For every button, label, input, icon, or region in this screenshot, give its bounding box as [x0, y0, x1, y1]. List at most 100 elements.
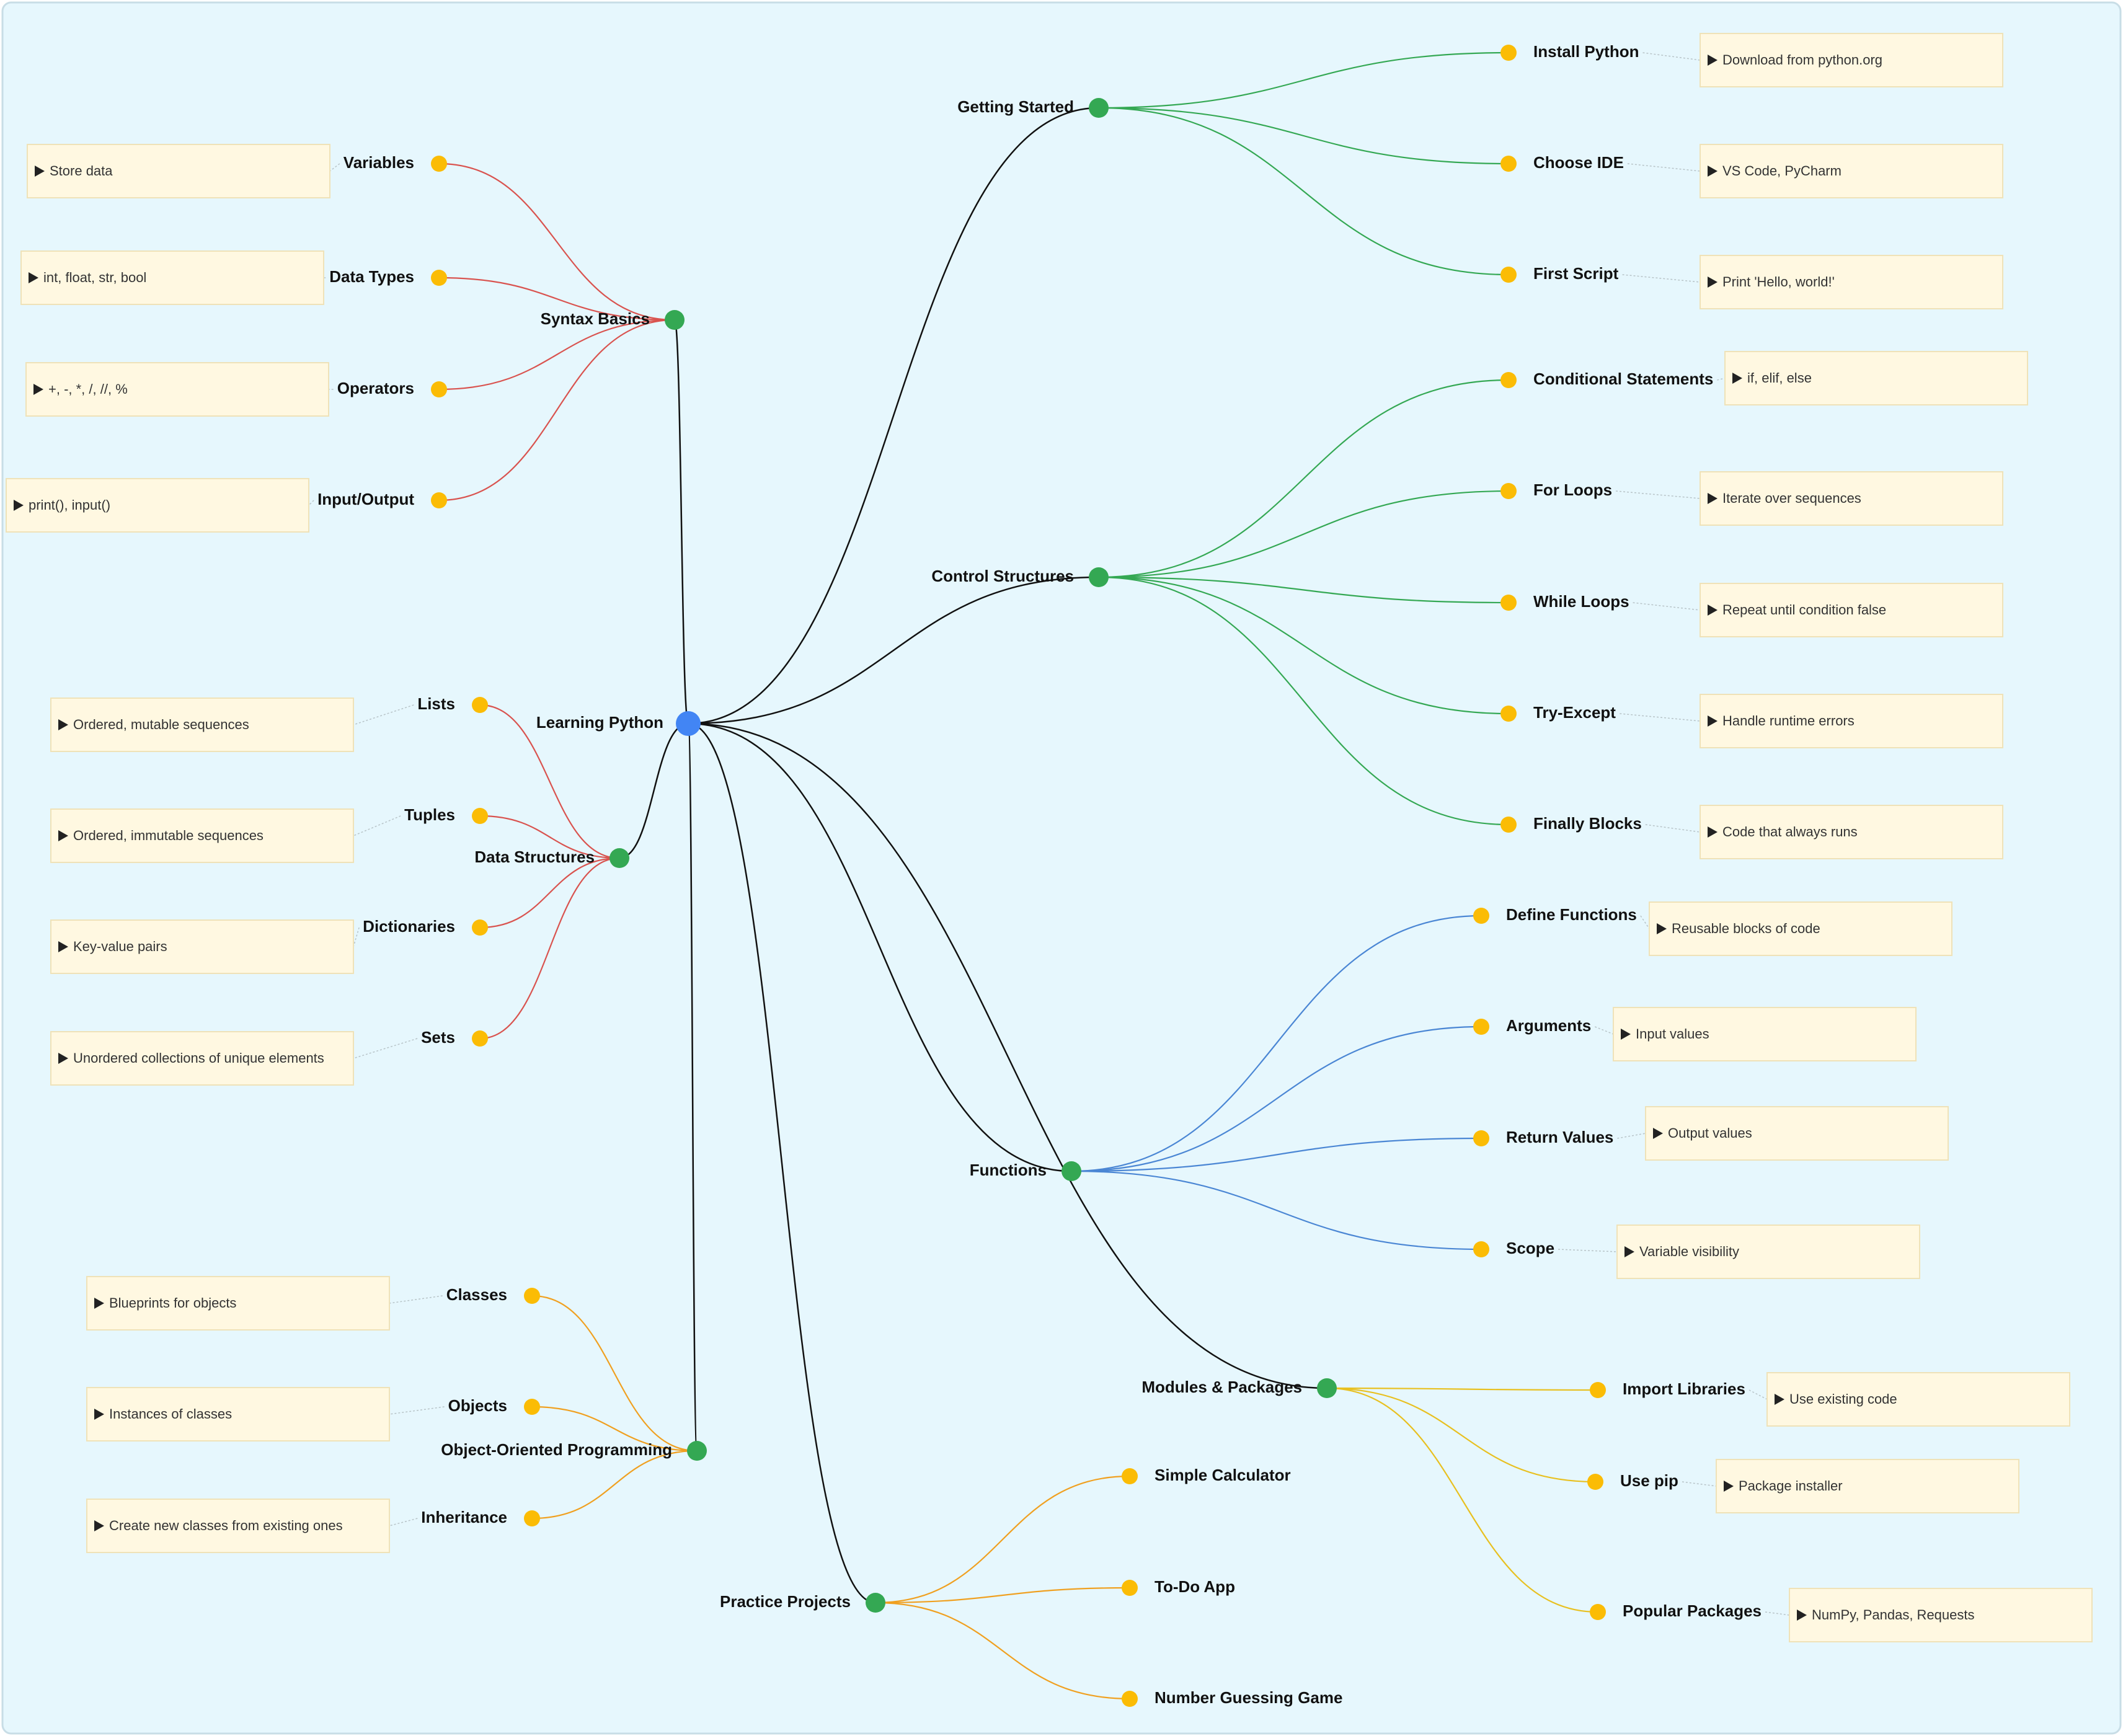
expand-triangle-icon[interactable] — [94, 1520, 104, 1531]
branch-node-dot[interactable] — [687, 1441, 707, 1461]
leaf-node-dot[interactable] — [431, 156, 447, 172]
leaf-node-dot[interactable] — [431, 270, 447, 286]
note-box[interactable]: NumPy, Pandas, Requests — [1789, 1588, 2093, 1642]
expand-triangle-icon[interactable] — [1724, 1481, 1734, 1492]
leaf-node-dot[interactable] — [524, 1510, 540, 1526]
leaf-node-dot[interactable] — [1500, 595, 1517, 611]
note-box[interactable]: print(), input() — [6, 478, 309, 533]
note-box[interactable]: Iterate over sequences — [1700, 471, 2003, 526]
note-box[interactable]: Ordered, mutable sequences — [50, 698, 354, 752]
expand-triangle-icon[interactable] — [58, 1053, 68, 1064]
leaf-node-dot[interactable] — [472, 697, 488, 713]
note-box[interactable]: Instances of classes — [86, 1387, 390, 1442]
note-box[interactable]: Repeat until condition false — [1700, 583, 2003, 637]
leaf-node-dot[interactable] — [1473, 1130, 1489, 1146]
note-box[interactable]: Blueprints for objects — [86, 1276, 390, 1331]
note-box[interactable]: Download from python.org — [1700, 33, 2003, 87]
note-box-background — [1724, 351, 2028, 405]
expand-triangle-icon[interactable] — [1621, 1029, 1631, 1040]
leaf-node-dot[interactable] — [1500, 45, 1517, 61]
expand-triangle-icon[interactable] — [1708, 493, 1717, 504]
expand-triangle-icon[interactable] — [1624, 1246, 1634, 1257]
note-box[interactable]: Unordered collections of unique elements — [50, 1031, 354, 1086]
branch-node-dot[interactable] — [665, 310, 685, 330]
leaf-node-dot[interactable] — [1473, 908, 1489, 924]
note-box[interactable]: Reusable blocks of code — [1649, 901, 1952, 956]
leaf-node-dot[interactable] — [1590, 1604, 1606, 1620]
leaf-node-dot[interactable] — [472, 808, 488, 824]
note-box-background — [1613, 1007, 1917, 1061]
note-box[interactable]: Print 'Hello, world!' — [1700, 255, 2003, 309]
leaf-label-to-do-app: To-Do App — [1155, 1577, 1235, 1596]
leaf-node-dot[interactable] — [524, 1399, 540, 1415]
expand-triangle-icon[interactable] — [1657, 923, 1667, 934]
leaf-node-dot[interactable] — [1500, 706, 1517, 722]
branch-node-dot[interactable] — [1317, 1378, 1337, 1398]
expand-triangle-icon[interactable] — [1708, 715, 1717, 727]
expand-triangle-icon[interactable] — [14, 500, 24, 511]
note-box[interactable]: if, elif, else — [1724, 351, 2028, 405]
leaf-node-dot[interactable] — [472, 919, 488, 936]
expand-triangle-icon[interactable] — [1797, 1610, 1807, 1621]
note-box[interactable]: int, float, str, bool — [20, 250, 324, 305]
expand-triangle-icon[interactable] — [1708, 604, 1717, 616]
expand-triangle-icon[interactable] — [35, 166, 45, 177]
leaf-node-dot[interactable] — [1587, 1474, 1603, 1490]
leaf-node-dot[interactable] — [1122, 1580, 1138, 1596]
branch-node-dot[interactable] — [1089, 567, 1109, 587]
leaf-node-dot[interactable] — [1500, 267, 1517, 283]
leaf-node-dot[interactable] — [1500, 156, 1517, 172]
expand-triangle-icon[interactable] — [1732, 373, 1742, 384]
leaf-node-dot[interactable] — [1122, 1468, 1138, 1484]
leaf-node-dot[interactable] — [1122, 1691, 1138, 1707]
expand-triangle-icon[interactable] — [1653, 1128, 1663, 1139]
expand-triangle-icon[interactable] — [58, 941, 68, 952]
branch-node-dot[interactable] — [866, 1593, 885, 1613]
expand-triangle-icon[interactable] — [94, 1298, 104, 1309]
leaf-node-dot[interactable] — [1473, 1241, 1489, 1257]
note-box[interactable]: Key-value pairs — [50, 919, 354, 974]
expand-triangle-icon[interactable] — [58, 830, 68, 841]
expand-triangle-icon[interactable] — [1708, 55, 1717, 66]
note-box[interactable]: Handle runtime errors — [1700, 694, 2003, 748]
main-link — [688, 107, 1099, 725]
branch-node-dot[interactable] — [1089, 98, 1109, 118]
expand-triangle-icon[interactable] — [1708, 166, 1717, 177]
leaf-node-dot[interactable] — [431, 492, 447, 508]
note-box[interactable]: Output values — [1645, 1106, 1949, 1161]
leaf-node-dot[interactable] — [431, 381, 447, 397]
leaf-label-simple-calculator: Simple Calculator — [1155, 1466, 1291, 1484]
note-box[interactable]: VS Code, PyCharm — [1700, 144, 2003, 198]
branch-node-dot[interactable] — [1062, 1161, 1081, 1181]
leaf-node-dot[interactable] — [1500, 817, 1517, 833]
leaf-node-dot[interactable] — [1500, 483, 1517, 499]
expand-triangle-icon[interactable] — [94, 1409, 104, 1420]
expand-triangle-icon[interactable] — [58, 719, 68, 730]
leaf-node-dot[interactable] — [472, 1030, 488, 1047]
note-box[interactable]: Create new classes from existing ones — [86, 1499, 390, 1553]
branch-node-dot[interactable] — [609, 848, 629, 868]
note-text: Reusable blocks of code — [1672, 921, 1820, 936]
root-node-dot[interactable] — [676, 711, 701, 736]
note-box[interactable]: Code that always runs — [1700, 805, 2003, 859]
note-box[interactable]: Variable visibility — [1616, 1224, 1920, 1279]
leaf-node-dot[interactable] — [524, 1288, 540, 1304]
note-box-background — [1616, 1224, 1920, 1279]
branch-link — [531, 1450, 698, 1520]
leaf-node-dot[interactable] — [1500, 372, 1517, 388]
leaf-node-dot[interactable] — [1590, 1382, 1606, 1398]
note-box[interactable]: Input values — [1613, 1007, 1917, 1061]
expand-triangle-icon[interactable] — [29, 272, 38, 283]
leaf-node-dot[interactable] — [1473, 1019, 1489, 1035]
branch-link — [1071, 914, 1482, 1172]
expand-triangle-icon[interactable] — [1708, 826, 1717, 838]
note-box[interactable]: Package installer — [1716, 1459, 2019, 1513]
note-box[interactable]: Store data — [27, 144, 330, 198]
branch-link — [479, 704, 620, 859]
expand-triangle-icon[interactable] — [33, 384, 43, 395]
expand-triangle-icon[interactable] — [1708, 277, 1717, 288]
note-box[interactable]: +, -, *, /, //, % — [25, 362, 329, 417]
expand-triangle-icon[interactable] — [1775, 1394, 1784, 1405]
note-box[interactable]: Ordered, immutable sequences — [50, 808, 354, 863]
note-box[interactable]: Use existing code — [1766, 1372, 2070, 1427]
